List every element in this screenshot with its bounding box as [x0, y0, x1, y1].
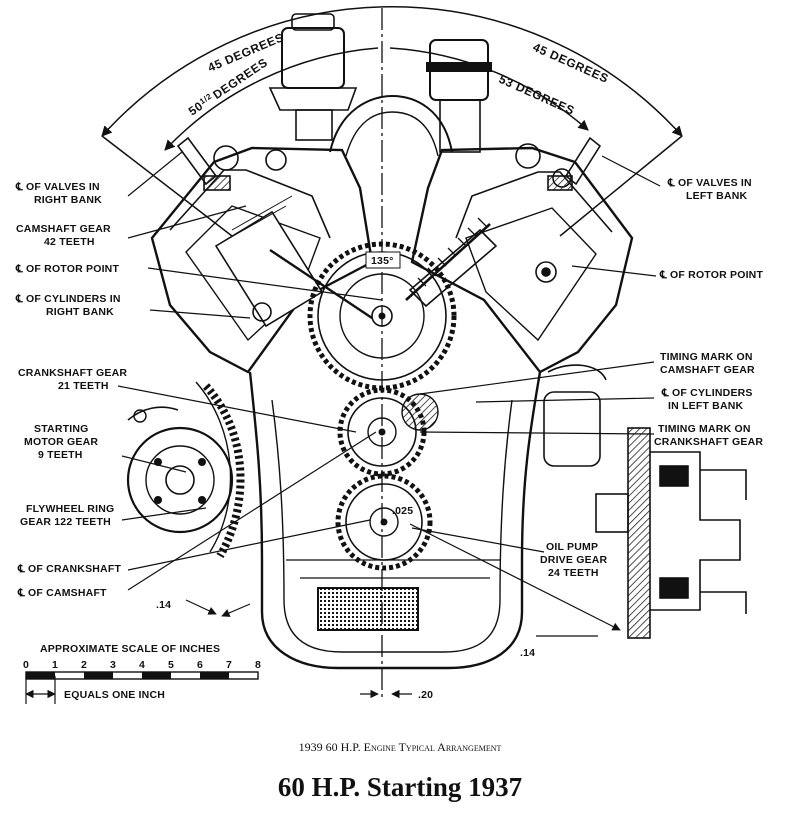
flywheel-ring-gear: [203, 383, 245, 558]
dimension-14-right: .14: [520, 647, 535, 659]
left-leader-lines: [117, 151, 383, 591]
page-title: 60 H.P. Starting 1937: [277, 772, 523, 802]
timing-mark-crankshaft-label-2: CRANKSHAFT GEAR: [654, 436, 763, 448]
arc-45-outer: [101, 6, 683, 137]
scale-segment: [142, 672, 171, 679]
starting-motor-gear-label-2: MOTOR GEAR: [24, 436, 98, 448]
center-angle-label: 135°: [371, 255, 394, 267]
crankshaft-centerline-label: ℄ OF CRANKSHAFT: [17, 563, 121, 575]
valves-left-bank-label-1: ℄ OF VALVES IN: [667, 177, 752, 189]
rotor-point-right-label: ℄ OF ROTOR POINT: [659, 269, 763, 281]
scale-bar: APPROXIMATE SCALE OF INCHES 0 1 2 3 4 5 6 7 8 EQ…: [23, 643, 261, 704]
starting-motor-gear-label-3: 9 TEETH: [38, 449, 83, 461]
timing-mark-camshaft-label-1: TIMING MARK ON: [660, 351, 753, 363]
left-bank-head: [410, 146, 634, 374]
scale-tick-4: 4: [139, 659, 145, 671]
fifty-three-degrees-label: 53 DEGREES: [497, 72, 577, 118]
dimension-025: .025: [392, 505, 413, 517]
arc-53: [389, 47, 589, 131]
right-callouts: ℄ OF VALVES IN LEFT BANK ℄ OF ROTOR POIN…: [540, 177, 763, 579]
cylinders-right-bank-label-2: RIGHT BANK: [46, 306, 114, 318]
scale-tick-0: 0: [23, 659, 29, 671]
scale-segments: [26, 672, 229, 679]
crankshaft-gear-label-1: CRANKSHAFT GEAR: [18, 367, 127, 379]
scale-segment: [84, 672, 113, 679]
oil-pump-gear: [335, 473, 433, 571]
flywheel-ring-gear-label-2: GEAR 122 TEETH: [20, 516, 111, 528]
starting-motor-gear-label-1: STARTING: [34, 423, 89, 435]
scale-segment: [26, 672, 55, 679]
crankcase: [248, 371, 542, 670]
camshaft-gear-label-2: 42 TEETH: [44, 236, 95, 248]
rotor-point-left-label: ℄ OF ROTOR POINT: [15, 263, 119, 275]
oil-pump-gear-label-2: DRIVE GEAR: [540, 554, 608, 566]
fuel-pump: [281, 27, 345, 89]
oil-pump-gear-label-3: 24 TEETH: [548, 567, 599, 579]
spark-plugs: [176, 136, 602, 191]
right-45-degrees-label: 45 DEGREES: [531, 40, 611, 86]
dimension-lines: [185, 523, 621, 699]
caption-small-smallcaps: Engine Typical Arrangement: [363, 740, 502, 754]
timing-mark-camshaft-label-2: CAMSHAFT GEAR: [660, 364, 755, 376]
flywheel-housing-section: [543, 364, 747, 639]
scale-tick-7: 7: [226, 659, 232, 671]
camshaft-gear-label-1: CAMSHAFT GEAR: [16, 223, 111, 235]
dimension-20: .20: [418, 689, 433, 701]
caption-small-prefix: 1939 60 H.P.: [298, 740, 361, 754]
left-callouts: ℄ OF VALVES IN RIGHT BANK CAMSHAFT GEAR …: [15, 181, 127, 599]
valves-left-bank-label-2: LEFT BANK: [686, 190, 748, 202]
oil-pump-screen: [317, 587, 419, 631]
figure-caption: 1939 60 H.P. Engine Typical Arrangement: [0, 740, 800, 755]
angle-arcs: [101, 6, 683, 237]
scale-tick-1: 1: [52, 659, 58, 671]
scale-tick-8: 8: [255, 659, 261, 671]
arc-50-half: [164, 47, 379, 151]
starter-motor: [126, 406, 234, 534]
valves-right-bank-label-1: ℄ OF VALVES IN: [15, 181, 100, 193]
cylinders-left-bank-label-1: ℄ OF CYLINDERS: [661, 387, 753, 399]
scale-tick-5: 5: [168, 659, 174, 671]
timing-mark-crankshaft-label-1: TIMING MARK ON: [658, 423, 751, 435]
scale-segment: [200, 672, 229, 679]
flywheel-ring-gear-label-1: FLYWHEEL RING: [26, 503, 114, 515]
oil-pump-gear-label-1: OIL PUMP: [546, 541, 598, 553]
valve-spring: [405, 217, 557, 308]
scale-tick-2: 2: [81, 659, 87, 671]
camshaft-centerline-label: ℄ OF CAMSHAFT: [17, 587, 107, 599]
valves-right-bank-label-2: RIGHT BANK: [34, 194, 102, 206]
scale-tick-6: 6: [197, 659, 203, 671]
scale-tick-3: 3: [110, 659, 116, 671]
scale-tick-labels: 0 1 2 3 4 5 6 7 8: [23, 659, 261, 671]
scale-equals-label: EQUALS ONE INCH: [64, 689, 165, 701]
cylinders-right-bank-label-1: ℄ OF CYLINDERS IN: [15, 293, 121, 305]
right-leader-lines: [411, 155, 661, 553]
engine-cross-section-diagram: 45 DEGREES 45 DEGREES 501/2DEGREES 53 DE…: [15, 6, 763, 704]
crankshaft-gear-label-2: 21 TEETH: [58, 380, 109, 392]
dimension-14-left: .14: [156, 599, 171, 611]
scale-title: APPROXIMATE SCALE OF INCHES: [40, 643, 220, 655]
cylinders-left-bank-label-2: IN LEFT BANK: [668, 400, 744, 412]
